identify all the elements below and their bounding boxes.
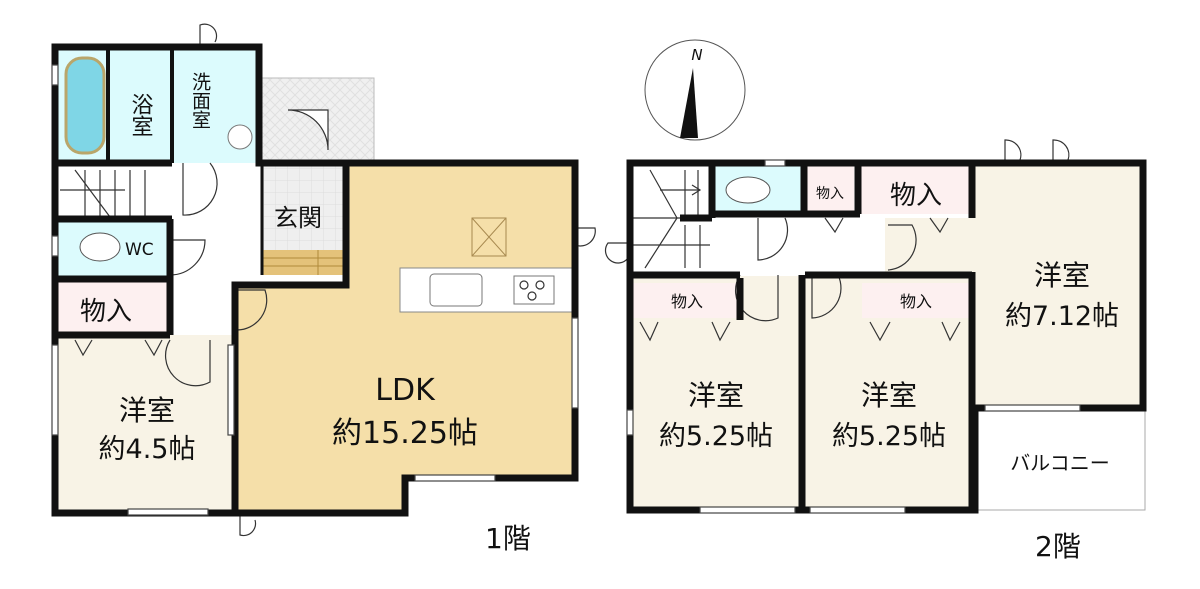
compass: N	[644, 39, 746, 141]
skylight	[471, 217, 507, 257]
storage-large-label: 物入	[890, 181, 942, 211]
room-c-name: 洋室	[1034, 259, 1090, 292]
room-a-name: 洋室	[688, 379, 744, 412]
storage-right-label: 物入	[900, 292, 932, 311]
step-lines	[262, 250, 346, 275]
wc-label: WC	[125, 240, 154, 260]
room-c-size: 約7.12帖	[1005, 301, 1119, 332]
door-swings-1f	[164, 23, 596, 537]
bathtub	[64, 56, 106, 155]
toilet-1f	[79, 232, 121, 262]
floor-1: 浴室 洗面室 玄関 WC 物入 洋室 約4.5帖 LDK 約15.25帖 1階	[51, 23, 596, 555]
ldk-name: LDK	[375, 373, 436, 408]
storage-large-area	[860, 166, 972, 214]
floor-2: 物入 物入 物入 物入 洋室 約5.25帖 洋室 約5.25帖 洋室 約7.12…	[604, 139, 1147, 563]
floor-1-label: 1階	[485, 522, 531, 555]
windows-1f	[51, 64, 579, 516]
entrance-label: 玄関	[274, 204, 322, 232]
storage-right-area	[862, 283, 970, 318]
compass-north-label: N	[691, 46, 702, 64]
door-swings-2f	[604, 139, 1070, 342]
balcony-label: バルコニー	[1010, 451, 1110, 475]
room-b-name: 洋室	[861, 379, 917, 412]
western-room-name-1f: 洋室	[119, 394, 175, 427]
windows-2f	[626, 159, 1081, 514]
room-a-size: 約5.25帖	[659, 421, 773, 452]
closet-doors-1f	[74, 339, 163, 357]
ldk-area	[235, 163, 575, 513]
stairs-1f	[55, 163, 170, 219]
toilet-2f	[725, 176, 771, 204]
stairs-lines	[60, 169, 146, 218]
storage-label-1f: 物入	[80, 297, 132, 327]
ldk-size: 約15.25帖	[332, 416, 478, 451]
washroom-label: 洗面室	[189, 72, 211, 129]
floor-2-label: 2階	[1035, 530, 1081, 563]
storage-left-label: 物入	[671, 292, 703, 311]
storage-small-label: 物入	[816, 186, 844, 202]
room-c-area	[885, 166, 1140, 408]
storage-small-area	[806, 166, 854, 214]
bath-label: 浴室	[128, 93, 154, 137]
western-room-area-1f	[55, 335, 233, 513]
sink	[429, 273, 483, 307]
washbasin	[227, 124, 253, 150]
entrance-step	[262, 250, 346, 275]
room-b-size: 約5.25帖	[832, 421, 946, 452]
western-room-size-1f: 約4.5帖	[99, 434, 196, 465]
north-arrow-icon	[680, 68, 698, 138]
storage-area-1f	[55, 282, 168, 334]
storage-left-area	[633, 283, 740, 318]
walls-2f	[626, 159, 1147, 514]
